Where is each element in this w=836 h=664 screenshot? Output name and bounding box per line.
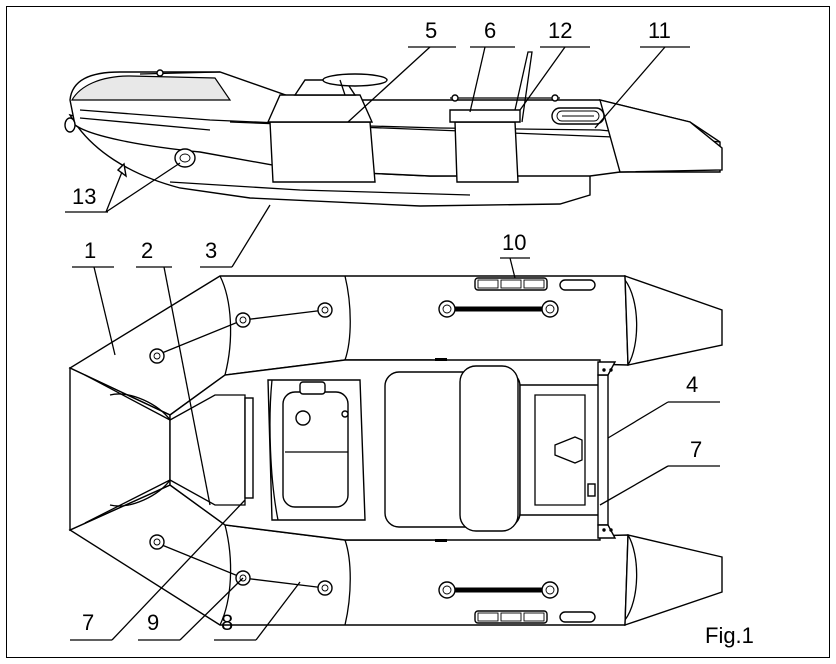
callout-7-right: 7 — [690, 437, 702, 462]
bow-board — [244, 397, 254, 499]
callout-13: 13 — [72, 184, 96, 209]
seat — [454, 121, 519, 183]
tube-nameplates — [474, 277, 596, 624]
callout-7-left: 7 — [82, 610, 94, 635]
callout-3: 3 — [205, 238, 217, 263]
side-tube — [69, 71, 721, 177]
callout-8: 8 — [221, 610, 233, 635]
side-stern-cone — [599, 99, 723, 173]
top-view — [68, 275, 723, 626]
callout-10: 10 — [502, 230, 526, 255]
callout-numbers: 1 2 3 4 5 6 7 7 8 9 10 11 12 13 — [72, 18, 702, 635]
callout-9: 9 — [147, 610, 159, 635]
callout-6: 6 — [484, 18, 496, 43]
leader-lines — [65, 46, 720, 641]
callout-5: 5 — [425, 18, 437, 43]
valve — [174, 148, 196, 168]
steering-wheel — [322, 73, 388, 87]
side-view — [64, 51, 723, 207]
callout-11: 11 — [648, 18, 671, 43]
callout-12: 12 — [548, 18, 572, 43]
callout-4: 4 — [686, 372, 698, 397]
figure-label: Fig.1 — [705, 623, 754, 648]
callout-2: 2 — [141, 238, 153, 263]
side-bow-top — [70, 75, 232, 101]
console — [269, 121, 376, 183]
callout-1: 1 — [84, 238, 96, 263]
oar-lock — [438, 300, 559, 599]
